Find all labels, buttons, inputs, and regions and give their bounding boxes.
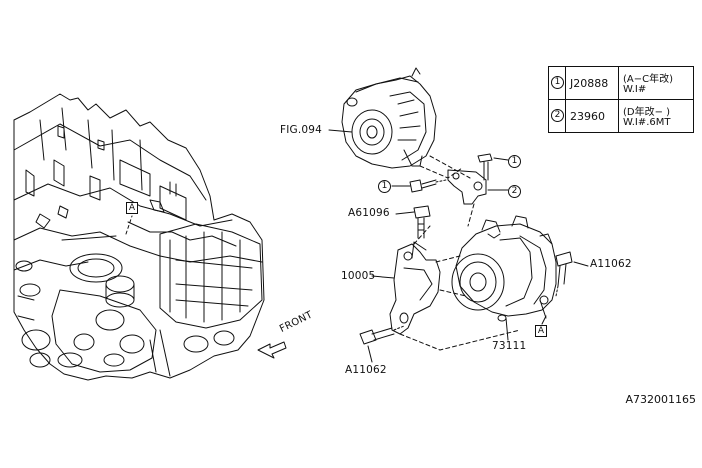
box-a-comp-leader xyxy=(541,315,547,325)
label-a61096: A61096 xyxy=(348,207,390,219)
label-10005: 10005 xyxy=(341,270,376,282)
p10005-leader xyxy=(371,275,395,279)
legend-row-1-index: 1 xyxy=(551,76,564,89)
label-a11062-right: A11062 xyxy=(590,258,632,270)
legend-row-2: 2 23960 (D年改− ) W.I#.6MT xyxy=(549,100,693,132)
bolt-a11062-bottom xyxy=(359,325,405,345)
front-arrow xyxy=(257,341,287,359)
label-fig-094: FIG.094 xyxy=(280,124,323,136)
marker-circle-1-top: 1 xyxy=(508,155,521,168)
bolt-a61096 xyxy=(413,205,431,239)
reference-code: A732001165 xyxy=(625,393,696,406)
marker-circle-2: 2 xyxy=(508,185,521,198)
a11062-right-leader xyxy=(573,261,589,267)
legend-row-1-part: J20888 xyxy=(570,77,609,90)
bolt-1-left xyxy=(409,179,447,193)
alt-guide-lines xyxy=(419,155,471,179)
alternator xyxy=(341,67,437,169)
marker-box-a-compressor: A xyxy=(535,325,547,337)
a11062-bottom-leader xyxy=(367,345,373,363)
a61096-leader xyxy=(395,211,415,215)
bolt-1-top xyxy=(477,153,493,187)
label-a11062-bottom: A11062 xyxy=(345,364,387,376)
legend-row-2-index: 2 xyxy=(551,109,564,122)
ac-compressor xyxy=(451,215,557,322)
legend-row-2-note-1: (D年改− ) xyxy=(623,107,671,118)
compressor-guides xyxy=(399,255,521,351)
engine-block xyxy=(13,93,265,381)
p73111-leader xyxy=(505,317,509,341)
engine-guide-line xyxy=(125,215,133,235)
legend-row-1-note-2: W.I# xyxy=(623,84,647,95)
legend-row-1: 1 J20888 (A−C年改) W.I# xyxy=(549,67,693,100)
bolt1-top-leader xyxy=(493,157,509,161)
marker-circle-1-left: 1 xyxy=(378,180,391,193)
fig-leader xyxy=(328,129,353,133)
legend-row-2-note-2: W.I#.6MT xyxy=(623,117,671,128)
a61096-guide xyxy=(413,225,431,245)
marker-box-a-engine: A xyxy=(126,202,138,214)
legend-row-1-note-1: (A−C年改) xyxy=(623,74,674,85)
bolt-a11062-right xyxy=(555,251,573,297)
parts-legend-table: 1 J20888 (A−C年改) W.I# 2 23960 (D年改− ) W.… xyxy=(548,66,694,133)
bracket-guide xyxy=(467,203,475,227)
mount-bracket-10005 xyxy=(389,241,441,335)
legend-row-2-part: 23960 xyxy=(570,110,605,123)
bracket-2 xyxy=(447,169,487,205)
label-73111: 73111 xyxy=(492,340,527,352)
